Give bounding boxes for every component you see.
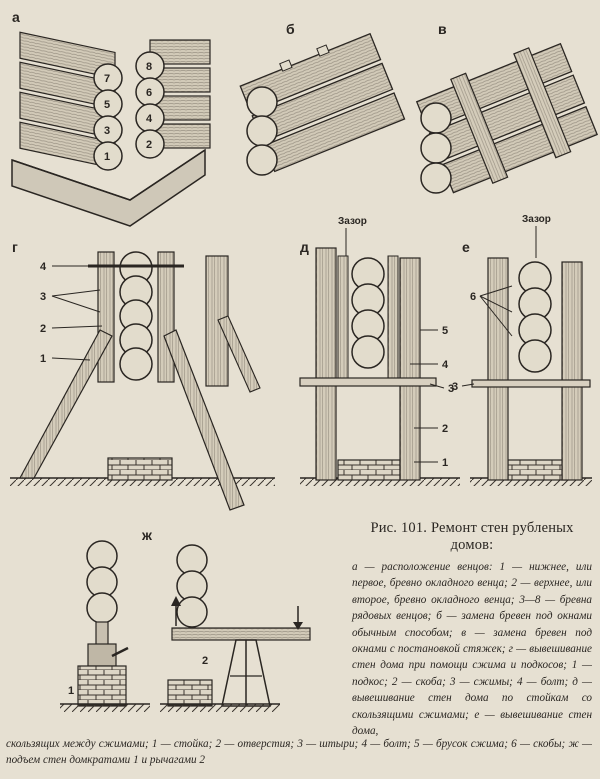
panel-zh: ж 1 — [60, 527, 311, 712]
callout-zh-1: 1 — [68, 685, 74, 697]
caption-title: Рис. 101. Ремонт стен рубленых домов: — [370, 520, 574, 553]
gap-label-d: Зазор — [338, 216, 367, 227]
log-stack — [119, 251, 153, 381]
log-number-7: 7 — [104, 73, 110, 85]
lever — [171, 627, 311, 641]
callout-d-5: 5 — [442, 325, 448, 337]
lever-assembly: 2 — [160, 544, 311, 712]
caption-body: а — расположение венцов: 1 — нижнее, или… — [352, 561, 592, 738]
log-number-5: 5 — [104, 99, 110, 111]
log-number-6: 6 — [146, 87, 152, 99]
panel-label-g: г — [12, 239, 18, 255]
panel-b: б — [239, 21, 406, 176]
post-left — [315, 247, 337, 481]
strut-left — [18, 329, 113, 479]
brick-base — [507, 459, 569, 481]
log-ends: 8 7 6 5 4 3 2 1 — [93, 51, 165, 171]
panel-label-b: б — [286, 21, 295, 37]
strut-right — [163, 329, 245, 511]
callout-d-1: 1 — [442, 457, 448, 469]
log-number-4: 4 — [146, 113, 153, 125]
brick-base — [107, 457, 173, 481]
pin-bar — [299, 377, 437, 387]
panel-d: д Зазор 5 4 3 2 1 — [299, 216, 460, 486]
panel-label-a: а — [12, 9, 20, 25]
callout-g-1: 1 — [40, 353, 46, 365]
panel-label-zh: ж — [141, 527, 153, 543]
brick-base — [337, 459, 401, 481]
panel-a: а 8 7 6 5 — [11, 9, 211, 227]
callout-g-3: 3 — [40, 291, 46, 303]
log-number-8: 8 — [146, 61, 152, 73]
caption-tail: скользящих между сжимами; 1 — стойка; 2 … — [6, 738, 592, 767]
callout-d-4: 4 — [442, 359, 449, 371]
log-number-1: 1 — [104, 151, 110, 163]
panel-label-v: в — [438, 21, 447, 37]
tie-plank-left — [450, 72, 509, 184]
post-right — [561, 261, 583, 481]
ground — [10, 478, 275, 486]
panel-label-d: д — [300, 239, 309, 255]
log-number-2: 2 — [146, 139, 152, 151]
tie-plank-right — [513, 47, 572, 159]
callout-d-3: 3 — [448, 383, 454, 395]
post-left — [487, 257, 509, 481]
callout-g-4: 4 — [40, 261, 47, 273]
callout-e-3: 3 — [452, 381, 458, 393]
figure-caption: Рис. 101. Ремонт стен рубленых домов: а … — [352, 520, 592, 739]
callout-zh-2: 2 — [202, 655, 208, 667]
callout-g-2: 2 — [40, 323, 46, 335]
gap-label-e: Зазор — [522, 214, 551, 225]
callout-e-6: 6 — [470, 291, 476, 303]
panel-v: в — [415, 21, 599, 194]
clamp-left — [97, 251, 115, 383]
callout-d-2: 2 — [442, 423, 448, 435]
panel-e: е Зазор 6 3 — [452, 214, 592, 486]
clamp-right — [157, 251, 175, 383]
post-right — [399, 257, 421, 481]
panel-g: г 4 3 2 1 — [10, 239, 275, 511]
log-number-3: 3 — [104, 125, 110, 137]
panel-label-e: е — [462, 239, 470, 255]
jack-assembly: 1 — [60, 540, 150, 712]
